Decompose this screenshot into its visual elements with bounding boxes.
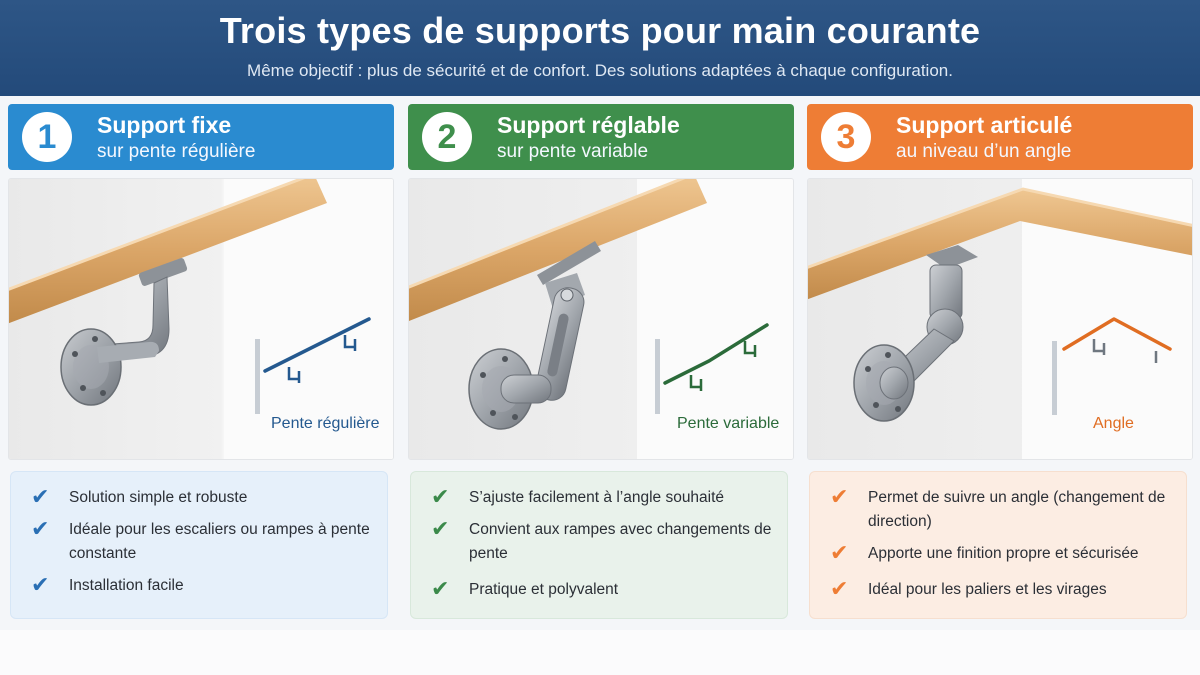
column-support-reglable: 2 Support réglable sur pente variable: [408, 104, 794, 624]
column-subtitle: au niveau d’un angle: [896, 141, 1072, 162]
feature-text: Convient aux rampes avec changements de …: [469, 521, 772, 562]
page-subtitle: Même objectif : plus de sécurité et de c…: [247, 61, 953, 80]
check-icon: ✔: [830, 576, 849, 601]
feature-list: ✔ S’ajuste facilement à l’angle souhaité…: [410, 471, 788, 619]
feature-text: S’ajuste facilement à l’angle souhaité: [469, 489, 725, 506]
check-icon: ✔: [431, 516, 450, 541]
check-icon: ✔: [31, 484, 50, 509]
feature-text: Apporte une finition propre et sécurisée: [868, 545, 1139, 562]
column-support-articule: 3 Support articulé au niveau d’un angle: [807, 104, 1193, 624]
check-icon: ✔: [431, 576, 450, 601]
feature-list: ✔ Solution simple et robuste ✔ Idéale po…: [10, 471, 388, 619]
column-banner: 3 Support articulé au niveau d’un angle: [807, 104, 1193, 170]
number-badge: 3: [821, 112, 871, 162]
header-banner: Trois types de supports pour main couran…: [0, 0, 1200, 96]
scene-caption: Pente variable: [677, 415, 780, 432]
scene-caption: Pente régulière: [271, 415, 380, 432]
check-icon: ✔: [31, 516, 50, 541]
slope-diagram-icon: [255, 317, 371, 414]
column-support-fixe: 1 Support fixe sur pente régulière: [8, 104, 394, 624]
column-subtitle: sur pente variable: [497, 141, 649, 162]
column-title: Support réglable: [497, 112, 680, 138]
angle-diagram-icon: [1052, 317, 1172, 415]
column-banner: 1 Support fixe sur pente régulière: [8, 104, 394, 170]
column-title: Support fixe: [97, 112, 232, 138]
scene-panel: Pente variable: [408, 178, 794, 460]
feature-text: Idéale pour les escaliers ou rampes à pe…: [69, 521, 370, 562]
handrail-adjustable-illustration: [409, 179, 793, 459]
number-badge: 2: [422, 112, 472, 162]
feature-list: ✔ Permet de suivre un angle (changement …: [809, 471, 1187, 619]
feature-text: Idéal pour les paliers et les virages: [868, 581, 1107, 598]
check-icon: ✔: [830, 484, 849, 509]
check-icon: ✔: [31, 572, 50, 597]
handrail-fixed-illustration: [9, 179, 393, 459]
slope-diagram-icon: [655, 323, 769, 414]
scene-panel: Pente régulière: [8, 178, 394, 460]
column-banner: 2 Support réglable sur pente variable: [408, 104, 794, 170]
scene-panel: Angle: [807, 178, 1193, 460]
feature-text: Pratique et polyvalent: [469, 581, 619, 598]
scene-caption: Angle: [1093, 415, 1134, 432]
check-icon: ✔: [830, 540, 849, 565]
column-subtitle: sur pente régulière: [97, 141, 256, 162]
feature-text: Permet de suivre un angle (changement de…: [868, 489, 1166, 530]
feature-text: Solution simple et robuste: [69, 489, 248, 506]
page-title: Trois types de supports pour main couran…: [219, 10, 981, 51]
footer-band: [0, 630, 1200, 675]
check-icon: ✔: [431, 484, 450, 509]
number-badge: 1: [22, 112, 72, 162]
handrail-articulated-illustration: [808, 179, 1192, 459]
feature-text: Installation facile: [69, 577, 184, 594]
column-title: Support articulé: [896, 112, 1073, 138]
